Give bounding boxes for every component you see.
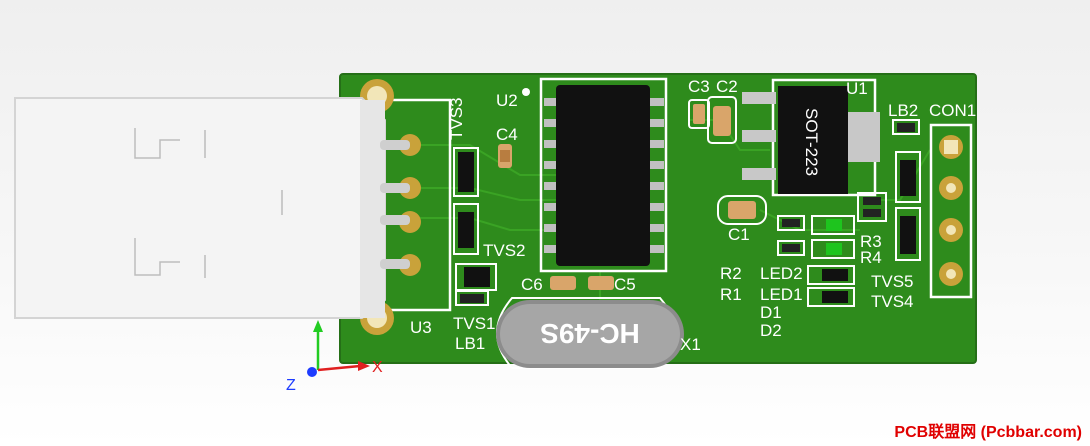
c6 — [550, 276, 576, 290]
label-c6: C6 — [521, 275, 543, 294]
lb2 — [892, 119, 920, 135]
label-tvs2: TVS2 — [483, 241, 526, 260]
diode-d2 — [807, 287, 855, 307]
z-axis-label: Z — [286, 377, 296, 394]
label-r2: R2 — [720, 264, 742, 283]
label-c2: C2 — [716, 77, 738, 96]
tvs5 — [895, 151, 921, 203]
label-d1: D1 — [760, 303, 782, 322]
c2 — [707, 96, 737, 144]
label-tvs3: TVS3 — [447, 97, 466, 140]
label-tvs5: TVS5 — [871, 272, 914, 291]
tvs2 — [453, 203, 479, 255]
label-c3: C3 — [688, 77, 710, 96]
y-axis-arrow — [313, 320, 323, 332]
label-lb1: LB1 — [455, 334, 485, 353]
header-con1 — [929, 123, 973, 299]
lb1 — [455, 290, 489, 306]
label-lb2: LB2 — [888, 101, 918, 120]
label-u1: U1 — [846, 79, 868, 98]
label-led2: LED2 — [760, 264, 803, 283]
label-x1: X1 — [680, 335, 701, 354]
label-u3: U3 — [410, 318, 432, 337]
crystal-x1: HC-49S — [496, 297, 684, 369]
c1 — [717, 195, 767, 225]
x-axis-arrow — [358, 361, 370, 371]
crystal-marking: HC-49S — [540, 318, 640, 349]
tvs4 — [895, 207, 921, 261]
z-axis-origin — [307, 367, 317, 377]
label-c1: C1 — [728, 225, 750, 244]
label-c4: C4 — [496, 125, 518, 144]
silkscreen-labels: U2 TVS3 C4 TVS2 C6 C5 TVS1 LB1 U3 X1 C3 … — [410, 77, 976, 354]
c5 — [588, 276, 614, 290]
label-led1: LED1 — [760, 285, 803, 304]
resistor-array — [777, 192, 887, 256]
tvs3 — [453, 147, 479, 197]
label-r1: R1 — [720, 285, 742, 304]
c4 — [498, 144, 512, 168]
ic-u2 — [522, 77, 668, 273]
led1 — [811, 239, 855, 259]
axis-gizmo[interactable]: X Z — [286, 320, 383, 394]
label-r3: R3 — [860, 232, 882, 251]
usb-connector-u3 — [14, 79, 452, 335]
x-axis-line — [317, 364, 361, 372]
regulator-marking: SOT-223 — [802, 108, 821, 176]
diode-d1 — [807, 265, 855, 285]
label-c5: C5 — [614, 275, 636, 294]
led2 — [811, 215, 855, 235]
site-watermark: PCB联盟网 (Pcbbar.com) — [894, 424, 1082, 441]
x-axis-label: X — [372, 359, 383, 376]
label-tvs4: TVS4 — [871, 292, 914, 311]
regulator-u1: SOT-223 — [742, 78, 880, 197]
label-tvs1: TVS1 — [453, 314, 496, 333]
label-u2: U2 — [496, 91, 518, 110]
label-d2: D2 — [760, 321, 782, 340]
label-con1: CON1 — [929, 101, 976, 120]
label-r4: R4 — [860, 248, 882, 267]
